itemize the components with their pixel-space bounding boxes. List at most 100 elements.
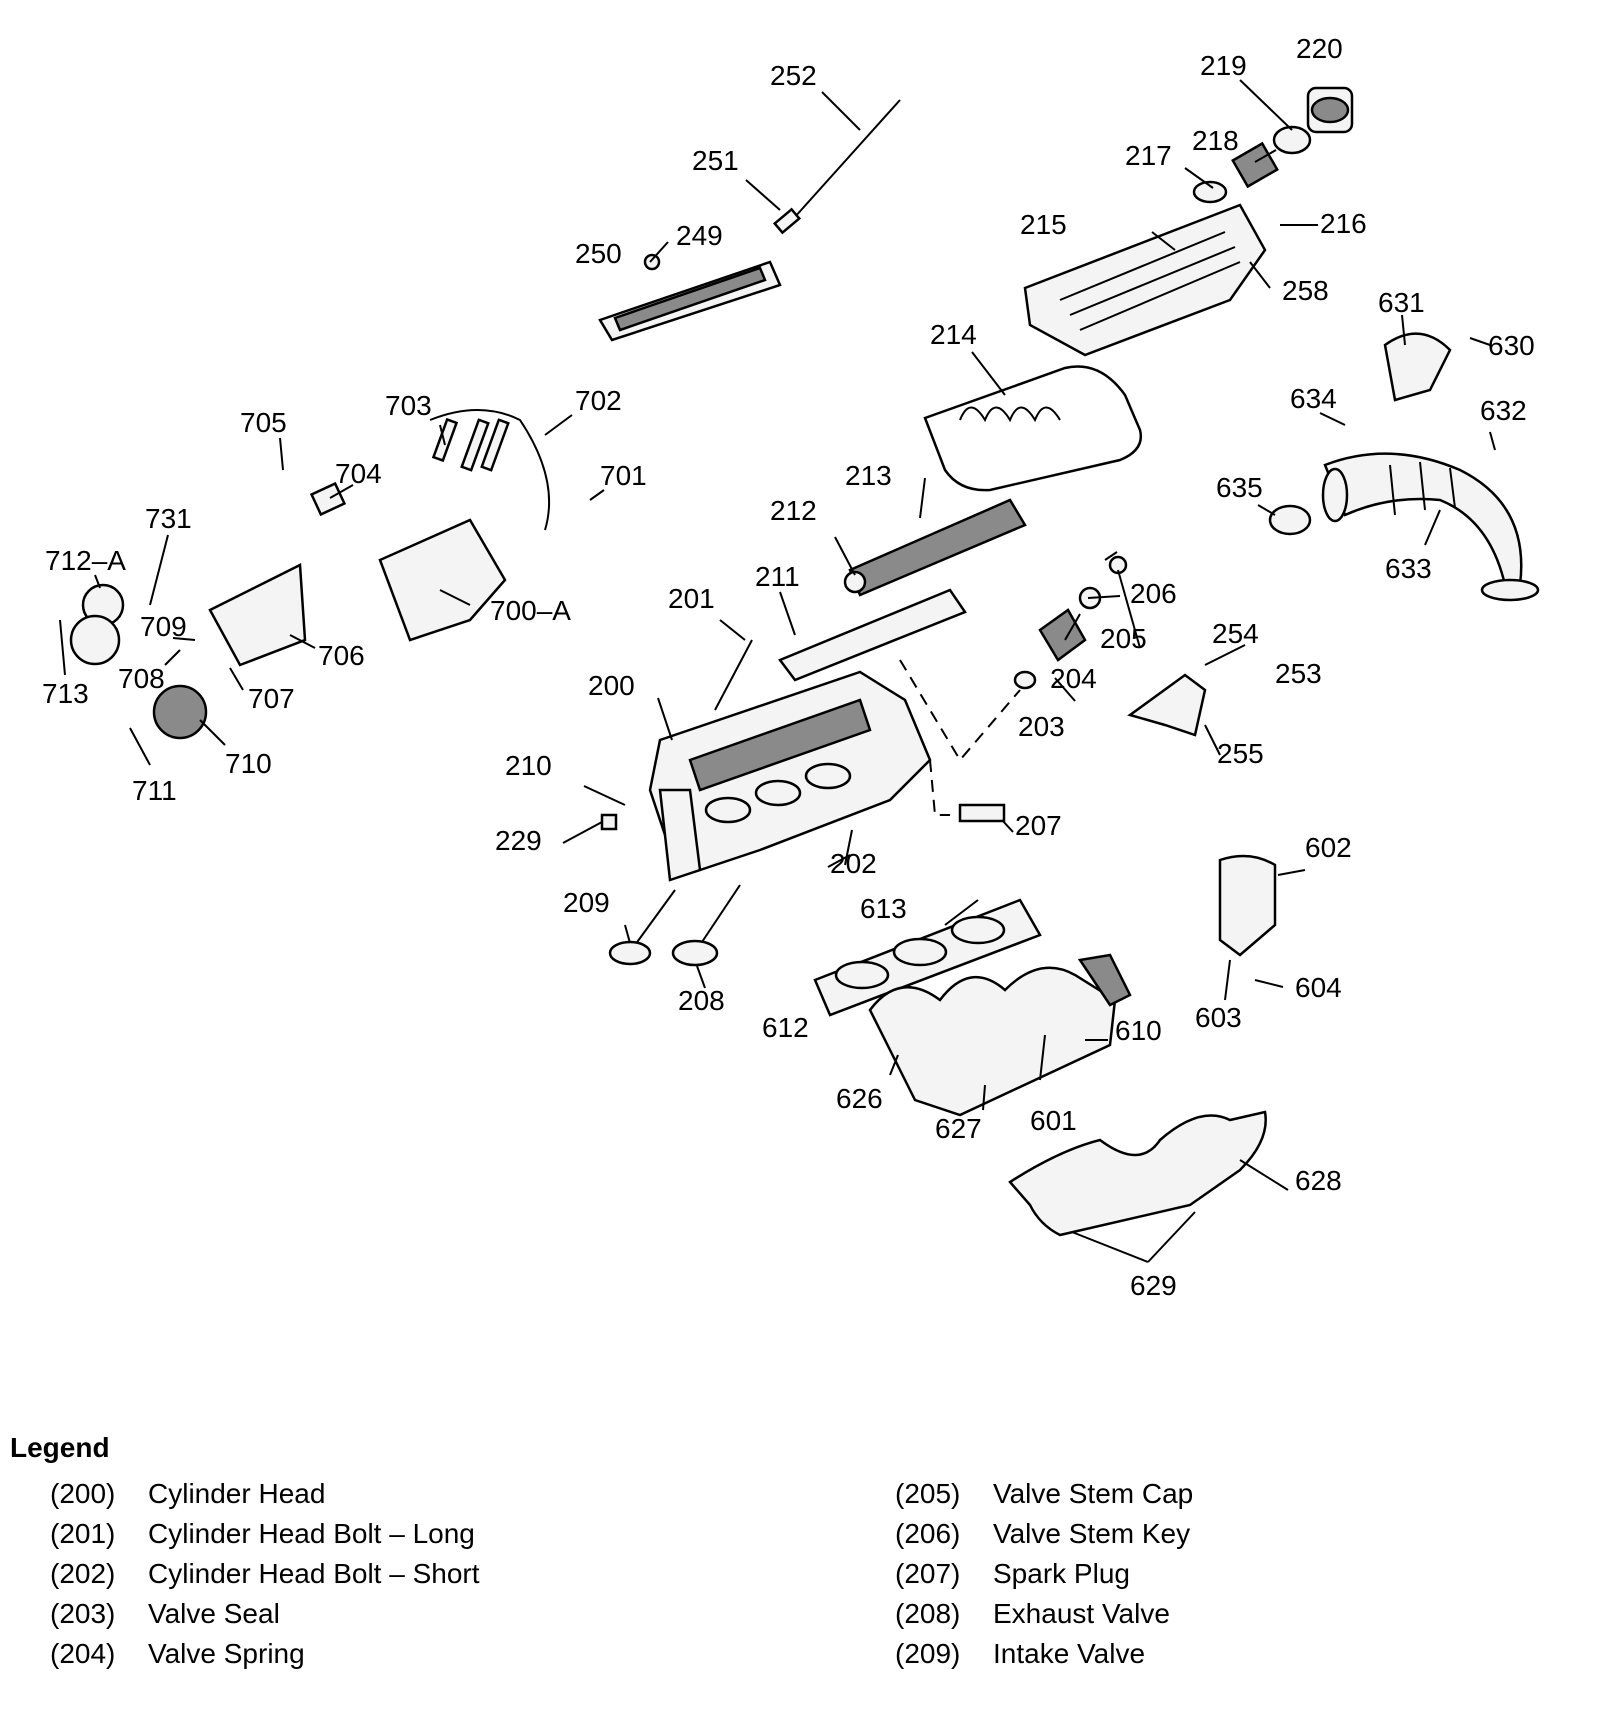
callout-701: 701 (600, 460, 647, 491)
legend-item-number: (207) (895, 1558, 961, 1589)
exploded-engine-diagram: 252 251 249 250 220 219 218 217 216 215 … (42, 33, 1540, 1301)
callout-211: 211 (755, 561, 800, 592)
part-214-valve-cover-gasket (923, 365, 1143, 492)
legend-item-number: (204) (50, 1638, 116, 1669)
callout-731: 731 (145, 503, 192, 534)
legend-item-name: Intake Valve (993, 1638, 1146, 1669)
callout-252: 252 (770, 60, 817, 91)
legend-item-name: Valve Spring (148, 1638, 305, 1669)
part-204-valve-spring (1013, 551, 1128, 690)
callout-203: 203 (1018, 711, 1065, 742)
legend-item-number: (201) (50, 1518, 116, 1549)
callout-710: 710 (225, 748, 272, 779)
legend-item-name: Valve Seal (148, 1598, 280, 1629)
legend-column-left: (200) Cylinder Head (201) Cylinder Head … (50, 1478, 480, 1678)
callout-210: 210 (505, 750, 552, 781)
callout-634: 634 (1290, 383, 1337, 414)
legend-item-name: Spark Plug (993, 1558, 1130, 1589)
part-602-bracket (1218, 854, 1277, 957)
part-631-shield (1383, 332, 1452, 402)
legend-item: (200) Cylinder Head (50, 1478, 480, 1518)
callout-713: 713 (42, 678, 89, 709)
callout-218: 218 (1192, 125, 1239, 156)
legend-item-name: Exhaust Valve (993, 1598, 1170, 1629)
callout-702: 702 (575, 385, 622, 416)
callout-602: 602 (1305, 832, 1352, 863)
part-710-pulley (152, 684, 208, 740)
part-635-seal (1268, 504, 1312, 536)
callout-213: 213 (845, 460, 892, 491)
part-700a-ignition-module (309, 481, 507, 642)
callout-204: 204 (1050, 663, 1097, 694)
part-215-valve-cover (1023, 86, 1354, 357)
part-201-bolt (714, 639, 753, 711)
legend-item-name: Cylinder Head Bolt – Long (148, 1518, 475, 1549)
callout-629: 629 (1130, 1270, 1177, 1301)
callout-601: 601 (1030, 1105, 1077, 1136)
callout-711: 711 (132, 775, 177, 806)
callout-206: 206 (1130, 578, 1177, 609)
callout-700a: 700–A (490, 595, 571, 626)
legend-item-number: (203) (50, 1598, 116, 1629)
legend-item: (203) Valve Seal (50, 1598, 480, 1638)
callout-632: 632 (1480, 395, 1527, 426)
callout-251: 251 (692, 145, 739, 176)
part-713-idler (69, 614, 121, 666)
part-612-gasket (813, 898, 1042, 1017)
callout-709: 709 (140, 611, 187, 642)
callout-209: 209 (563, 887, 610, 918)
part-202-bolt (844, 829, 853, 866)
legend-item-name: Valve Stem Key (993, 1518, 1191, 1549)
callout-254: 254 (1212, 618, 1259, 649)
plug-path (929, 759, 950, 816)
legend-item-name: Cylinder Head (148, 1478, 326, 1509)
part-628-heat-shield (1008, 1110, 1267, 1237)
part-207-spark-plug (958, 803, 1006, 823)
callout-603: 603 (1195, 1002, 1242, 1033)
callout-labels: 252 251 249 250 220 219 218 217 216 215 … (42, 33, 1535, 1301)
part-212-rocker-arms (778, 498, 1027, 682)
callout-250: 250 (575, 238, 622, 269)
legend-item: (206) Valve Stem Key (895, 1518, 1193, 1558)
part-707-bracket (208, 563, 307, 667)
callout-219: 219 (1200, 50, 1247, 81)
part-229-plug (600, 813, 618, 831)
callout-255: 255 (1217, 738, 1264, 769)
legend-item: (204) Valve Spring (50, 1638, 480, 1678)
callout-202: 202 (830, 848, 877, 879)
part-703-connectors (431, 417, 510, 472)
legend-item-number: (205) (895, 1478, 961, 1509)
part-626-exhaust-manifold (868, 953, 1132, 1117)
callout-604: 604 (1295, 972, 1342, 1003)
callout-229: 229 (495, 825, 542, 856)
callout-630: 630 (1488, 330, 1535, 361)
legend-item-number: (202) (50, 1558, 116, 1589)
legend-item: (202) Cylinder Head Bolt – Short (50, 1558, 480, 1598)
callout-613: 613 (860, 893, 907, 924)
callout-627: 627 (935, 1113, 982, 1144)
callout-631: 631 (1378, 287, 1425, 318)
callout-706: 706 (318, 640, 365, 671)
callout-612: 612 (762, 1012, 809, 1043)
legend-item: (207) Spark Plug (895, 1558, 1193, 1598)
callout-207: 207 (1015, 810, 1062, 841)
part-200-cylinder-head (648, 670, 932, 882)
callout-249: 249 (676, 220, 723, 251)
callout-628: 628 (1295, 1165, 1342, 1196)
callout-712a: 712–A (45, 545, 126, 576)
callout-705: 705 (240, 407, 287, 438)
callout-205: 205 (1100, 623, 1147, 654)
legend-item: (201) Cylinder Head Bolt – Long (50, 1518, 480, 1558)
part-633-exhaust-pipe (1321, 452, 1540, 602)
part-702-wire-harness (429, 409, 551, 531)
legend-column-right: (205) Valve Stem Cap (206) Valve Stem Ke… (895, 1478, 1193, 1678)
callout-704: 704 (335, 458, 382, 489)
legend-item-number: (200) (50, 1478, 116, 1509)
legend-item-number: (206) (895, 1518, 961, 1549)
callout-208: 208 (678, 985, 725, 1016)
callout-703: 703 (385, 390, 432, 421)
callout-610: 610 (1115, 1015, 1162, 1046)
callout-258: 258 (1282, 275, 1329, 306)
part-254-bracket (1127, 673, 1207, 737)
callout-217: 217 (1125, 140, 1172, 171)
